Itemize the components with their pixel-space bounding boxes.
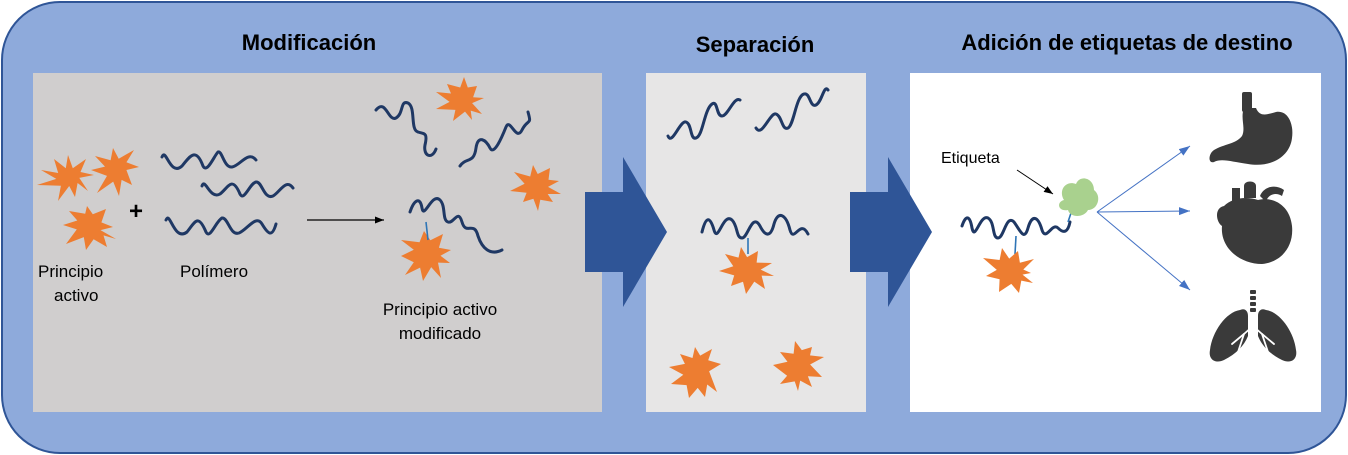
drug-star — [436, 77, 484, 121]
polymer-label: Polímero — [180, 262, 248, 281]
modification-panel — [33, 73, 602, 412]
process-arrow-2 — [850, 157, 932, 307]
polymer-chain — [164, 216, 278, 236]
drug-star — [510, 165, 561, 211]
modified-drug-label-line2: modificado — [399, 324, 481, 343]
drug-star — [63, 206, 116, 250]
target-arrow-stomach — [1096, 145, 1191, 213]
stomach-icon — [1209, 92, 1293, 165]
plus-sign: + — [129, 198, 143, 225]
free-drug-group — [669, 341, 824, 398]
drug-link — [1014, 235, 1017, 255]
drug-star — [983, 248, 1034, 293]
tag-blob — [1059, 178, 1099, 216]
polymer-chain — [666, 98, 742, 140]
separation-panel — [646, 73, 866, 412]
polymer-chain — [960, 216, 1072, 240]
process-arrow-1 — [585, 157, 667, 307]
drug-group-left — [37, 148, 139, 250]
drug-star — [401, 231, 451, 281]
polymer-chain — [700, 214, 810, 240]
section-title-modification: Modificación — [242, 30, 376, 55]
polymer-chain — [408, 197, 504, 254]
section-title-targeting: Adición de etiquetas de destino — [961, 30, 1292, 55]
target-arrow-lungs — [1096, 211, 1191, 291]
polymer-chain — [754, 87, 830, 132]
drug-star — [91, 148, 139, 196]
drug-star — [37, 155, 94, 201]
modified-drug-group — [374, 77, 561, 281]
lungs-icon — [1209, 290, 1297, 362]
tag-pointer-arrow — [1016, 169, 1054, 195]
polymer-group — [160, 150, 295, 236]
heart-icon — [1217, 181, 1293, 264]
drug-star — [773, 341, 824, 391]
polymer-chain — [458, 110, 532, 168]
drug-star — [669, 347, 721, 398]
target-arrow-heart — [1096, 207, 1191, 216]
active-ingredient-label-line2: activo — [54, 286, 98, 305]
targeting-arrows — [1096, 145, 1191, 291]
conjugate-group — [700, 214, 810, 294]
free-polymer-group — [666, 87, 830, 140]
active-ingredient-label-line1: Principio — [38, 262, 103, 281]
drug-link — [425, 221, 429, 241]
tag-label: Etiqueta — [941, 150, 1000, 167]
section-title-separation: Separación — [696, 32, 815, 57]
polymer-chain — [160, 150, 258, 170]
polymer-chain — [200, 180, 295, 198]
drug-star — [719, 247, 774, 294]
targeted-conjugate-group — [960, 178, 1099, 293]
polymer-chain — [374, 101, 438, 157]
modified-drug-label-line1: Principio activo — [383, 300, 497, 319]
